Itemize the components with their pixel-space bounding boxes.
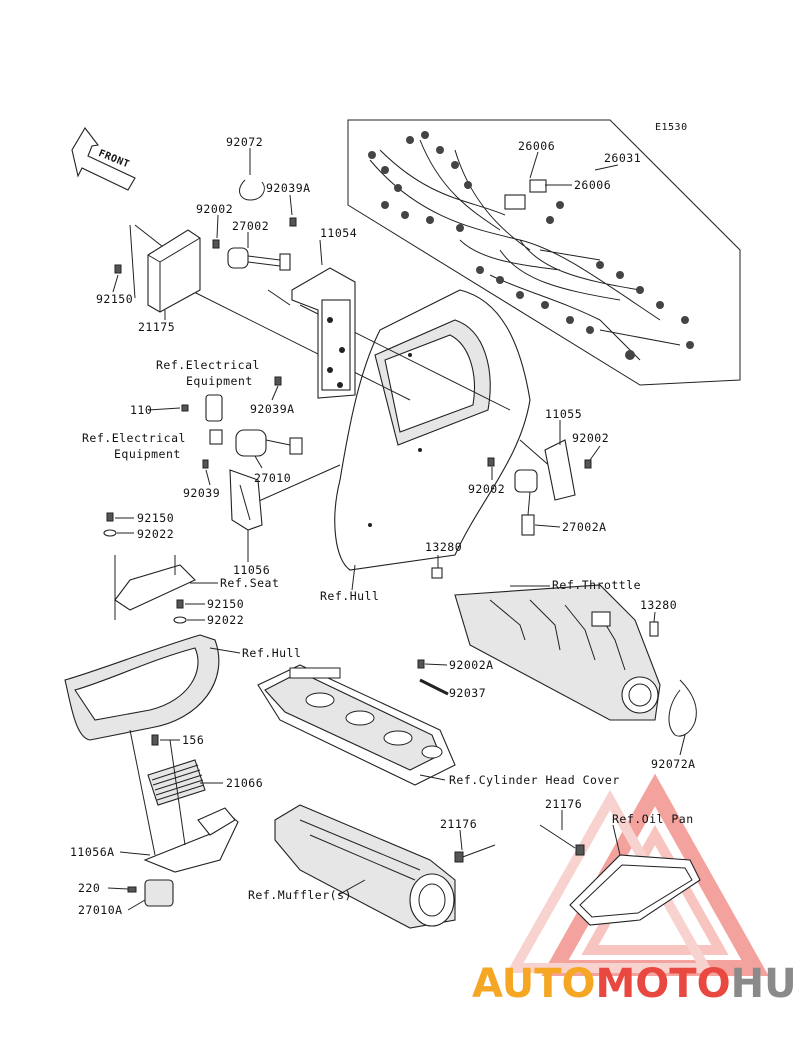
label-156: 156	[182, 733, 204, 747]
sensor-13280-a-icon	[431, 567, 443, 579]
relay-27010A	[144, 879, 174, 907]
label-27002A: 27002A	[562, 520, 607, 534]
watermark-text: AUTOMOTOHUB	[472, 961, 800, 1007]
label-26031: 26031	[604, 151, 641, 165]
leader-lines	[107, 148, 686, 911]
clip-92072-icon	[239, 179, 265, 201]
label-26006-b: 26006	[574, 178, 611, 192]
label-92022-a: 92022	[137, 527, 174, 541]
label-27002: 27002	[232, 219, 269, 233]
wiring-harness-box	[347, 119, 741, 386]
label-92150-c: 92150	[207, 597, 244, 611]
watermark-part-hub: HUB	[731, 961, 800, 1007]
label-92002-r2: 92002	[468, 482, 505, 496]
label-ref-cylinder-head: Ref.Cylinder Head Cover	[449, 773, 620, 787]
bolt-92150-b-icon	[106, 512, 114, 522]
label-92002-top: 92002	[196, 202, 233, 216]
label-ref-hull-left: Ref.Hull	[242, 646, 301, 660]
sensor-27002	[227, 247, 291, 271]
label-110: 110	[130, 403, 152, 417]
label-92039A-top: 92039A	[266, 181, 311, 195]
label-92072A: 92072A	[651, 757, 696, 771]
label-27010: 27010	[254, 471, 291, 485]
sensor-27002A	[514, 469, 538, 536]
seat-bracket	[114, 555, 196, 620]
bracket-11055	[544, 439, 576, 501]
bolt-92002-r1-icon	[584, 459, 592, 469]
throttle-body	[454, 584, 661, 721]
washer-92022-a-icon	[103, 529, 117, 537]
bracket-11056	[229, 469, 263, 531]
label-92072: 92072	[226, 135, 263, 149]
ecu-module-21175	[147, 229, 201, 313]
bolt-92002A-icon	[417, 659, 425, 669]
label-92037: 92037	[449, 686, 486, 700]
washer-92022-b-icon	[173, 616, 187, 624]
label-92039: 92039	[183, 486, 220, 500]
bolt-110-icon	[181, 404, 189, 412]
ref-line-a	[129, 729, 156, 856]
label-220: 220	[78, 881, 100, 895]
label-13280-b: 13280	[640, 598, 677, 612]
sensor-ref-electrical	[205, 394, 223, 445]
label-13280-a: 13280	[425, 540, 462, 554]
label-21175: 21175	[138, 320, 175, 334]
label-27010A: 27010A	[78, 903, 123, 917]
watermark-part-moto: MOTO	[596, 961, 731, 1007]
bolt-92150-c-icon	[176, 599, 184, 609]
bolt-92039A-mid-icon	[274, 376, 282, 386]
bolt-92002-icon	[212, 239, 220, 249]
label-11056: 11056	[233, 563, 270, 577]
front-arrow-icon: FRONT	[71, 127, 136, 191]
part-labels: 92072 92039A 92002 27002 11054 92150 211…	[70, 135, 696, 917]
muffler	[274, 804, 456, 929]
label-92002A: 92002A	[449, 658, 494, 672]
label-92002-r1: 92002	[572, 431, 609, 445]
cylinder-head-cover	[257, 664, 456, 786]
clip-92072A-icon	[668, 679, 697, 737]
oil-pan	[569, 854, 701, 926]
label-ref-throttle: Ref.Throttle	[552, 578, 641, 592]
label-ref-electrical-2b: Equipment	[114, 447, 181, 461]
hull-left-section	[64, 634, 220, 741]
diagram-code: E1530	[655, 122, 688, 133]
label-92150-a: 92150	[96, 292, 133, 306]
watermark-part-auto: AUTO	[472, 961, 596, 1007]
bracket-11054	[291, 267, 356, 399]
label-92150-b: 92150	[137, 511, 174, 525]
label-11054: 11054	[320, 226, 357, 240]
label-ref-electrical-1b: Equipment	[186, 374, 253, 388]
bolt-92150-icon	[114, 264, 122, 274]
sensor-21176-a	[454, 844, 496, 863]
label-ref-muffler: Ref.Muffler(s)	[248, 888, 352, 902]
label-ref-oil-pan: Ref.Oil Pan	[612, 812, 694, 826]
label-26006-a: 26006	[518, 139, 555, 153]
bolt-220-icon	[127, 886, 137, 893]
hull-deck-outline	[334, 289, 531, 571]
label-21066: 21066	[226, 776, 263, 790]
label-21176-b: 21176	[545, 797, 582, 811]
label-92022-b: 92022	[207, 613, 244, 627]
bracket-11056A	[143, 807, 239, 873]
ref-line-b	[169, 739, 186, 846]
bolt-92002-r2-icon	[487, 457, 495, 467]
sensor-13280-b-icon	[649, 621, 659, 637]
label-ref-electrical-2a: Ref.Electrical	[82, 431, 186, 445]
sensor-21176-b	[539, 824, 585, 856]
bolt-92039-icon	[202, 459, 209, 469]
label-92039A-mid: 92039A	[250, 402, 295, 416]
label-11055: 11055	[545, 407, 582, 421]
bolt-92039A-icon	[289, 217, 297, 227]
bolt-156-icon	[151, 734, 159, 746]
coil-27010	[235, 429, 303, 457]
label-11056A: 11056A	[70, 845, 115, 859]
label-ref-hull-center: Ref.Hull	[320, 589, 379, 603]
label-ref-seat: Ref.Seat	[220, 576, 279, 590]
label-21176-a: 21176	[440, 817, 477, 831]
label-ref-electrical-1a: Ref.Electrical	[156, 358, 260, 372]
